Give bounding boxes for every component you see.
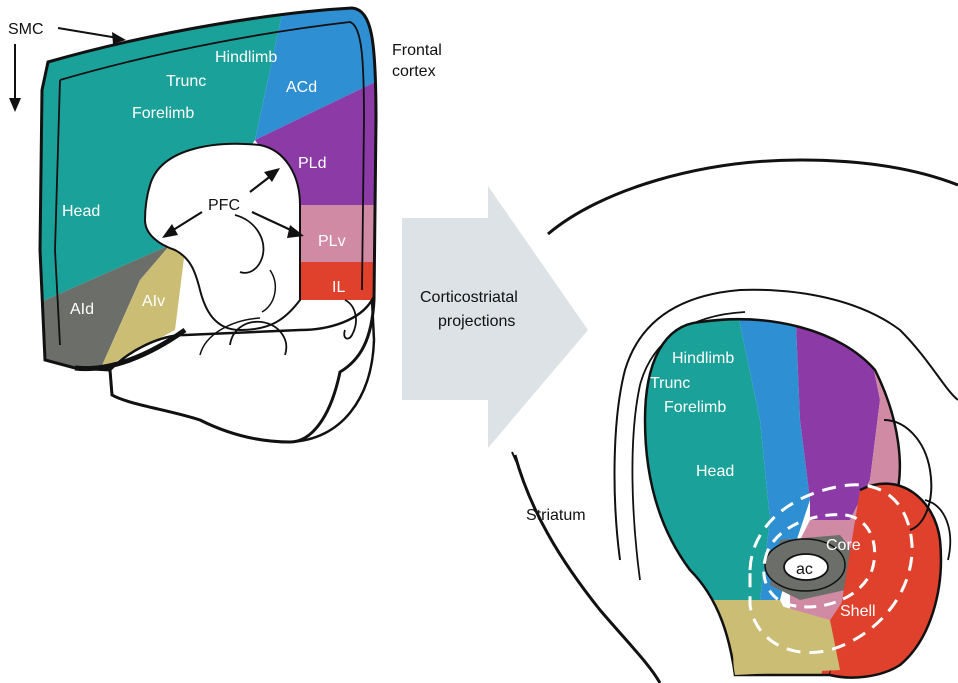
striatum-core-label: Core xyxy=(826,537,861,554)
striatum-section: Striatum Hindlimb Trunc Forelimb Head Co… xyxy=(512,160,958,683)
striatum-forelimb-label: Forelimb xyxy=(664,399,726,416)
region-il-red xyxy=(300,262,400,300)
cortex-aiv-label: AIv xyxy=(142,293,165,310)
cortex-aid-label: AId xyxy=(70,301,94,318)
cortex-head-label: Head xyxy=(62,203,100,220)
smc-arrow-right xyxy=(58,28,118,38)
striatum-label-tick xyxy=(512,452,520,470)
striatum-head-label: Head xyxy=(696,463,734,480)
cortex-pfc-label: PFC xyxy=(208,197,240,214)
cortex-pld-label: PLd xyxy=(298,155,326,172)
cortex-hindlimb-label: Hindlimb xyxy=(215,49,277,66)
frontal-cortex-label-2: cortex xyxy=(392,63,436,80)
striatum-ac-label: ac xyxy=(796,561,813,578)
region-plv-pink xyxy=(300,205,400,262)
brain-outer-outline xyxy=(548,160,958,234)
striatum-hindlimb-label: Hindlimb xyxy=(672,350,734,367)
cortex-plv-label: PLv xyxy=(318,233,346,250)
smc-label: SMC xyxy=(8,21,44,38)
cortex-forelimb-label: Forelimb xyxy=(132,105,194,122)
cortex-il-label: IL xyxy=(332,279,345,296)
projection-label-2: projections xyxy=(438,313,515,330)
striatum-trunc-label: Trunc xyxy=(650,375,690,392)
striatum-label: Striatum xyxy=(526,507,586,524)
smc-arrowhead-down xyxy=(9,98,21,112)
striatum-shell-label: Shell xyxy=(840,603,876,620)
cortex-section: SMC Frontal cortex Hindlimb Trunc Foreli… xyxy=(0,0,442,442)
cortex-acd-label: ACd xyxy=(286,79,317,96)
cortex-trunc-label: Trunc xyxy=(166,73,206,90)
projection-label-1: Corticostriatal xyxy=(420,289,518,306)
frontal-cortex-label-1: Frontal xyxy=(392,42,442,59)
